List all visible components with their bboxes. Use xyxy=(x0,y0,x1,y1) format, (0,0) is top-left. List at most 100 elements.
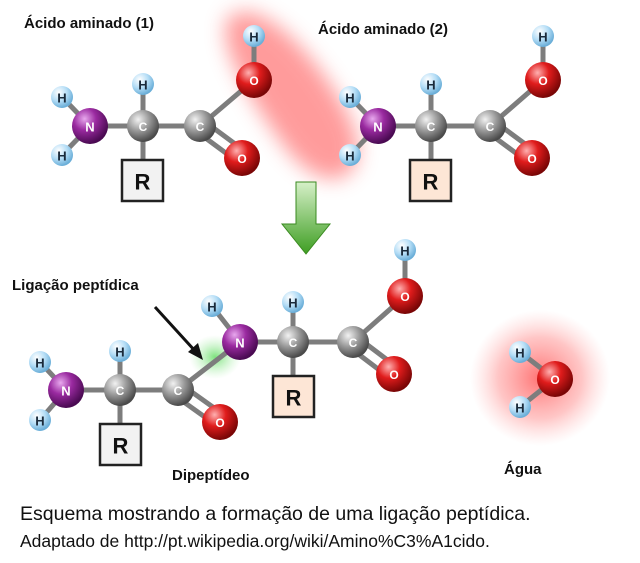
side-chain-dp1: R xyxy=(98,422,143,467)
atom-aa1-o-sphere xyxy=(224,140,260,176)
atom-dp-hoh-sphere xyxy=(394,239,416,261)
atom-aa2-o-sphere xyxy=(514,140,550,176)
atom-dp-h2-symbol: H xyxy=(35,414,44,429)
side-chain-aa2-label: R xyxy=(423,170,439,195)
atom-aa1-ca-sphere xyxy=(127,110,159,142)
atom-aa1-oh-sphere xyxy=(236,62,272,98)
atom-aa2-hoh-sphere xyxy=(532,25,554,47)
atom-aa1-oh-symbol: O xyxy=(249,74,258,88)
atom-aa2-c-sphere xyxy=(474,110,506,142)
label-peptide-bond: Ligação peptídica xyxy=(12,277,139,294)
atom-dp-ca2-symbol: C xyxy=(289,336,298,350)
caption-line-1: Esquema mostrando a formação de uma liga… xyxy=(20,503,531,525)
atom-aa2-oh-symbol: O xyxy=(538,74,547,88)
atom-dp-n1-sphere xyxy=(48,372,84,408)
atom-dp-n1-symbol: N xyxy=(61,384,70,399)
side-chain-aa1-label: R xyxy=(135,170,151,195)
atom-aa1-o: O xyxy=(224,140,260,176)
atom-dp-h2: H xyxy=(29,409,51,431)
atom-water-h2: H xyxy=(509,396,531,418)
atom-aa1-h1-symbol: H xyxy=(57,91,66,106)
atom-aa1-ha-symbol: H xyxy=(138,78,147,93)
side-chain-dp2-label: R xyxy=(286,386,302,411)
side-chain-aa1: R xyxy=(120,158,165,203)
atom-water-h2-sphere xyxy=(509,396,531,418)
atom-dp-hn2-sphere xyxy=(201,295,223,317)
side-chain-aa1-box xyxy=(120,158,165,203)
atom-dp-ca2: C xyxy=(277,326,309,358)
atom-dp-oh-sphere xyxy=(387,278,423,314)
atom-aa2-h2-sphere xyxy=(339,144,361,166)
atom-aa2-n-symbol: N xyxy=(373,120,382,135)
atom-aa1-n: N xyxy=(72,108,108,144)
atom-water-o: O xyxy=(537,361,573,397)
atom-dp-h1: H xyxy=(29,351,51,373)
atom-dp-hoh-symbol: H xyxy=(400,244,409,259)
atom-aa1-hoh: H xyxy=(243,25,265,47)
side-chain-boxes: R R R R xyxy=(98,158,453,467)
atom-aa1-ca-symbol: C xyxy=(139,120,148,134)
side-chain-dp1-label: R xyxy=(113,434,129,459)
reaction-arrow xyxy=(280,181,332,255)
atom-dp-o1: O xyxy=(202,404,238,440)
atom-aa1-n-symbol: N xyxy=(85,120,94,135)
atom-dp-ca2-sphere xyxy=(277,326,309,358)
atom-aa1-n-sphere xyxy=(72,108,108,144)
atom-dp-c1: C xyxy=(162,374,194,406)
atom-dp-n2-sphere xyxy=(222,324,258,360)
label-water: Água xyxy=(504,461,542,478)
side-chain-aa2-box xyxy=(408,158,453,203)
atom-dp-ca1-symbol: C xyxy=(116,384,125,398)
atom-dp-hoh: H xyxy=(394,239,416,261)
atom-aa2-n-sphere xyxy=(360,108,396,144)
atom-aa2-h1-sphere xyxy=(339,86,361,108)
atom-aa2-hoh-symbol: H xyxy=(538,30,547,45)
atom-dp-c2-sphere xyxy=(337,326,369,358)
atom-aa2-c: C xyxy=(474,110,506,142)
atom-dp-ha2-symbol: H xyxy=(288,296,297,311)
atom-dp-h1-sphere xyxy=(29,351,51,373)
atom-aa2-h2: H xyxy=(339,144,361,166)
atom-aa2-hoh: H xyxy=(532,25,554,47)
atom-dp-ca1-sphere xyxy=(104,374,136,406)
atom-aa2-ca-symbol: C xyxy=(427,120,436,134)
atom-aa2-oh: O xyxy=(525,62,561,98)
side-chain-dp2-box xyxy=(271,374,316,419)
atom-dp-hn2-symbol: H xyxy=(207,300,216,315)
atom-aa1-h1: H xyxy=(51,86,73,108)
atom-dp-o2-symbol: O xyxy=(389,368,398,382)
atom-aa1-hoh-symbol: H xyxy=(249,30,258,45)
atom-dp-ha1: H xyxy=(109,340,131,362)
atom-dp-o2-sphere xyxy=(376,356,412,392)
atom-water-h1-sphere xyxy=(509,341,531,363)
atom-dp-oh: O xyxy=(387,278,423,314)
label-amino-acid-2: Ácido aminado (2) xyxy=(318,21,448,38)
atom-dp-o1-symbol: O xyxy=(215,416,224,430)
atom-aa1-h2-symbol: H xyxy=(57,149,66,164)
atom-aa2-ha: H xyxy=(420,73,442,95)
atom-water-h1: H xyxy=(509,341,531,363)
water-removal-glow xyxy=(225,11,359,179)
atom-dp-ha2-sphere xyxy=(282,291,304,313)
atom-dp-hn2: H xyxy=(201,295,223,317)
atom-dp-c2: C xyxy=(337,326,369,358)
atom-aa1-h2-sphere xyxy=(51,144,73,166)
atom-aa1-oh: O xyxy=(236,62,272,98)
atom-aa2-h1: H xyxy=(339,86,361,108)
atom-water-o-symbol: O xyxy=(550,373,559,387)
atom-aa2-ha-sphere xyxy=(420,73,442,95)
atom-dp-c1-sphere xyxy=(162,374,194,406)
atom-dp-ca1: C xyxy=(104,374,136,406)
atom-aa2-h1-symbol: H xyxy=(345,91,354,106)
atom-dp-n2: N xyxy=(222,324,258,360)
atom-dp-n1: N xyxy=(48,372,84,408)
atom-dp-oh-symbol: O xyxy=(400,290,409,304)
atom-dp-c2-symbol: C xyxy=(349,336,358,350)
atom-aa1-ha: H xyxy=(132,73,154,95)
atom-water-o-sphere xyxy=(537,361,573,397)
peptide-bond-pointer xyxy=(153,305,203,360)
caption-line-2: Adaptado de http://pt.wikipedia.org/wiki… xyxy=(20,531,490,551)
atom-aa2-h2-symbol: H xyxy=(345,149,354,164)
